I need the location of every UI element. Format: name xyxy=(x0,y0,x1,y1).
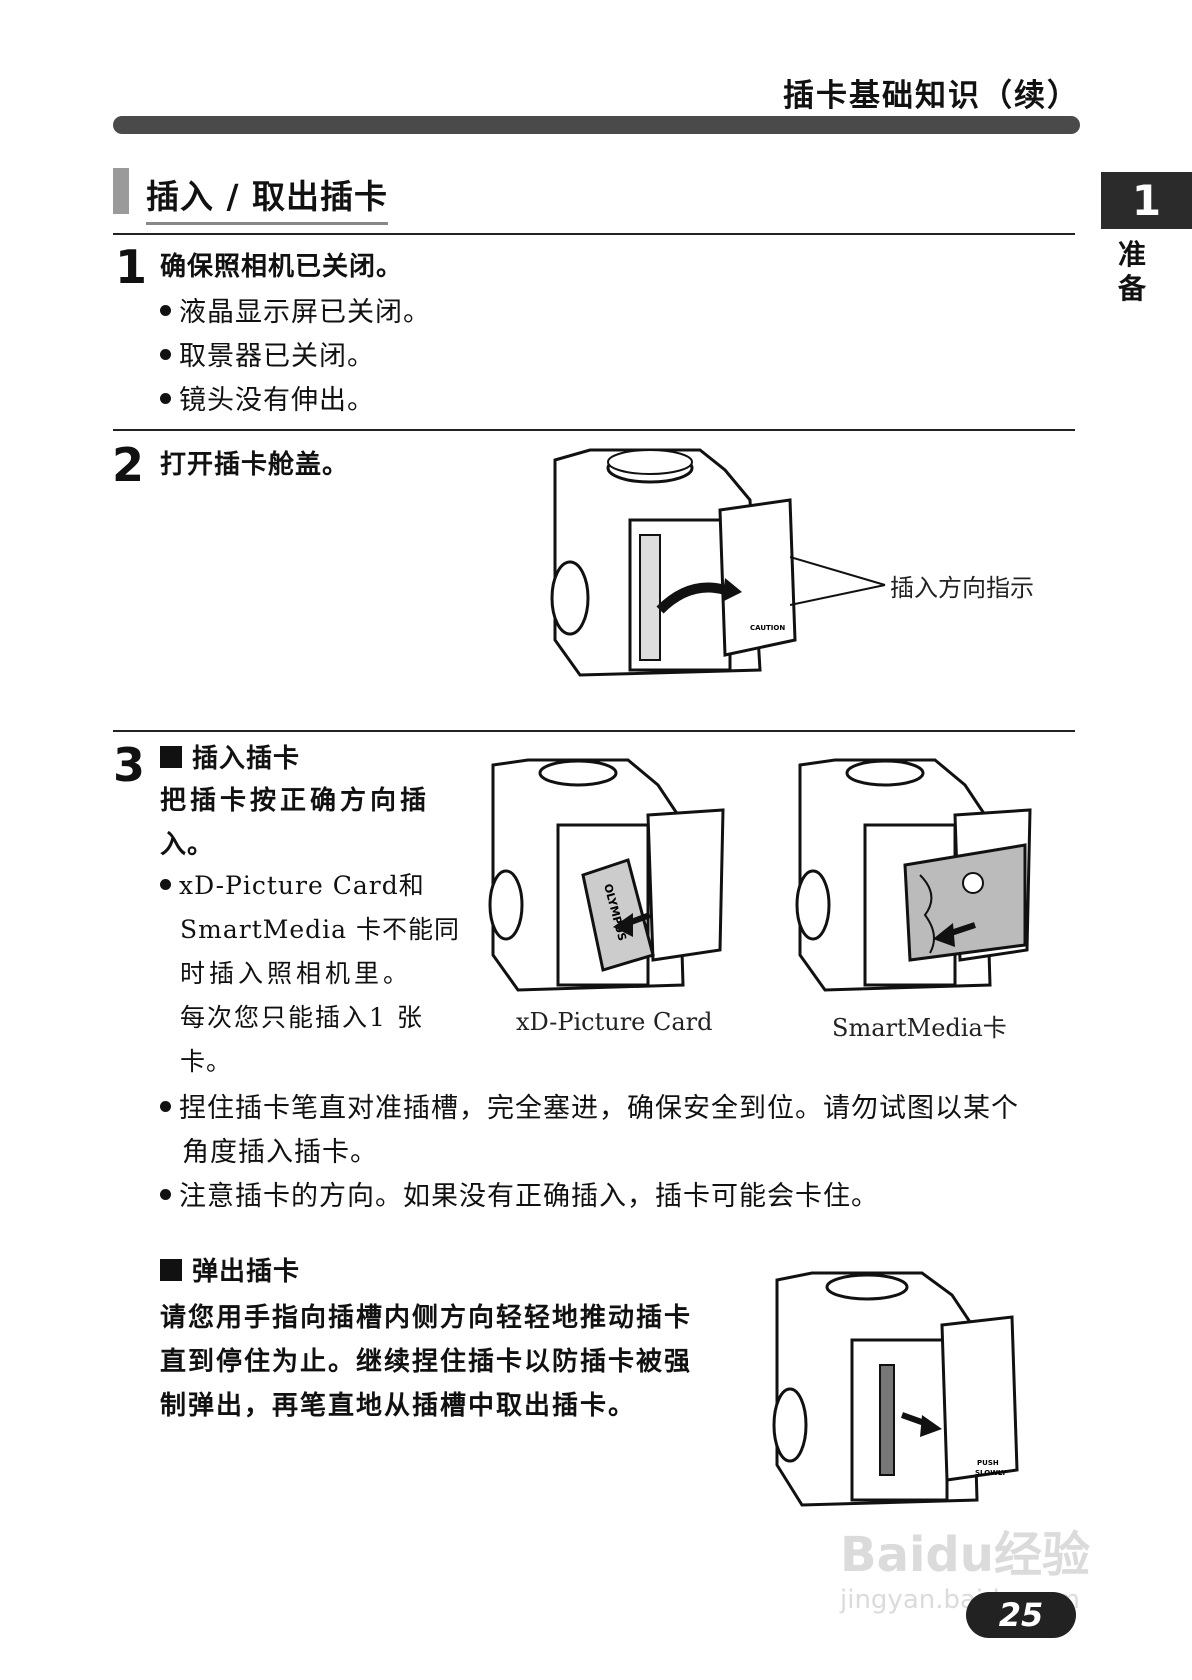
callout-leader-lines xyxy=(790,556,886,606)
card-note-line: xD-Picture Card和 xyxy=(160,866,425,902)
header-rule xyxy=(113,116,1080,134)
section-title: 插入 / 取出插卡 xyxy=(146,170,389,225)
step2-title: 打开插卡舱盖。 xyxy=(160,450,350,480)
chapter-tab: 1 xyxy=(1101,172,1192,229)
step1-title: 确保照相机已关闭。 xyxy=(160,252,404,282)
orientation-tip-bullet: 注意插卡的方向。如果没有正确插入，插卡可能会卡住。 xyxy=(160,1174,879,1213)
insert-card-heading: 插入插卡 xyxy=(160,738,300,775)
insert-instruction-line: 入。 xyxy=(160,830,215,860)
xd-card-caption: xD-Picture Card xyxy=(516,1008,713,1036)
step-divider xyxy=(113,233,1075,235)
running-header-title: 插卡基础知识（续） xyxy=(783,78,1080,114)
page-number: 25 xyxy=(966,1592,1076,1638)
insert-direction-callout: 插入方向指示 xyxy=(890,574,1034,602)
slowly-label: SLOWLY xyxy=(975,1469,1007,1477)
card-note-line: 时插入照相机里。 xyxy=(180,959,413,988)
step2-number: 2 xyxy=(112,438,145,492)
card-note-line: 每次您只能插入1 张 xyxy=(180,1003,424,1032)
step1-bullet: 取景器已关闭。 xyxy=(160,334,375,373)
step3-number: 3 xyxy=(113,738,146,792)
eject-card-heading: 弹出插卡 xyxy=(160,1251,300,1288)
caution-label: CAUTION xyxy=(750,624,785,632)
step1-bullet: 镜头没有伸出。 xyxy=(160,378,375,417)
step1-bullet: 液晶显示屏已关闭。 xyxy=(160,290,431,329)
insert-instruction-line: 把插卡按正确方向插 xyxy=(160,786,431,816)
step-divider xyxy=(113,730,1075,732)
push-label: PUSH xyxy=(977,1459,999,1467)
insert-tip-continuation: 角度插入插卡。 xyxy=(182,1137,378,1168)
watermark: Baidu经验 jingyan.baidu.com xyxy=(840,1515,1100,1635)
smartmedia-caption: SmartMedia卡 xyxy=(832,1014,1007,1042)
camera-open-cover-figure: CAUTION xyxy=(550,448,797,677)
eject-card-figure: PUSH SLOWLY xyxy=(772,1271,1019,1507)
step-divider xyxy=(113,429,1075,431)
insert-tip-bullet: 捏住插卡笔直对准插槽，完全塞进，确保安全到位。请勿试图以某个 xyxy=(160,1086,1019,1125)
eject-instruction-line: 直到停住为止。继续捏住插卡以防插卡被强 xyxy=(160,1347,693,1377)
eject-instruction-line: 制弹出，再笔直地从插槽中取出插卡。 xyxy=(160,1391,637,1421)
smartmedia-insert-figure xyxy=(795,758,1032,992)
step1-number: 1 xyxy=(115,240,148,294)
xd-card-insert-figure: OLYMPUS xyxy=(488,758,725,992)
section-marker xyxy=(113,168,129,214)
watermark-brand: Baidu经验 xyxy=(840,1527,1090,1583)
card-note-line: 卡。 xyxy=(180,1047,233,1076)
card-note-line: SmartMedia 卡不能同 xyxy=(180,915,460,944)
chapter-label: 准备 xyxy=(1118,238,1147,305)
eject-instruction-line: 请您用手指向插槽内侧方向轻轻地推动插卡 xyxy=(160,1303,693,1333)
